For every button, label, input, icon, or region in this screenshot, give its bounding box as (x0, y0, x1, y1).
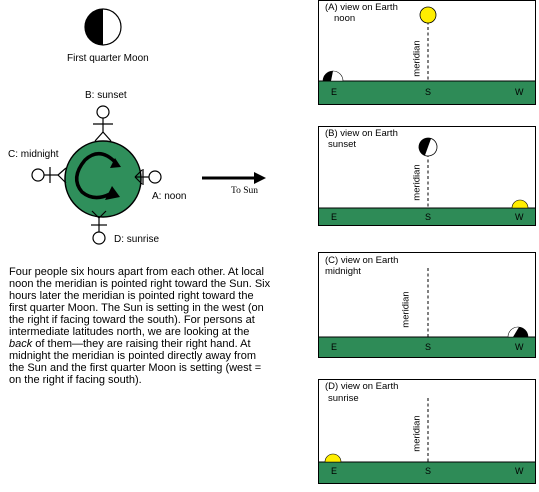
sun-icon (419, 6, 437, 24)
meridian-label: meridian (400, 291, 412, 328)
earth-icon (64, 140, 142, 218)
east-label: E (331, 466, 338, 476)
observer-sunrise-figure (91, 210, 107, 245)
observer-midnight-figure (31, 167, 67, 184)
south-label: S (425, 87, 432, 97)
paragraph-emphasis: back (9, 338, 33, 350)
meridian-label: meridian (411, 415, 423, 452)
observer-noon-figure (134, 169, 162, 185)
east-label: E (331, 87, 338, 97)
panel-b-subtitle: sunset (328, 139, 356, 150)
panel-d-title: (D) view on Earth (325, 381, 399, 392)
east-label: E (331, 212, 338, 222)
explanation-paragraph: Four people six hours apart from each ot… (9, 266, 271, 386)
panel-d-subtitle: sunrise (328, 393, 359, 404)
earth-observers-diagram (31, 8, 266, 245)
panel-a-subtitle: noon (334, 13, 356, 24)
south-label: S (425, 466, 432, 476)
meridian-label: meridian (411, 40, 423, 77)
panel-sunrise-sky (318, 379, 536, 484)
panel-midnight-sky (318, 252, 536, 358)
observer-label-midnight: C: midnight (8, 149, 59, 160)
moon-label: First quarter Moon (67, 53, 149, 64)
west-label: W (515, 87, 524, 97)
south-label: S (425, 212, 432, 222)
rising-moon-icon (322, 70, 344, 82)
panel-sunset-sky (318, 126, 536, 226)
observer-sunset-figure (93, 105, 113, 142)
observer-label-noon: A: noon (152, 191, 187, 202)
panel-noon-sky (318, 0, 536, 105)
to-sun-label: To Sun (231, 186, 259, 196)
panel-c-title: (C) view on Earth (325, 255, 399, 266)
to-sun-arrow-icon (202, 172, 266, 184)
panel-b-title: (B) view on Earth (325, 128, 398, 139)
observer-label-sunset: B: sunset (85, 90, 127, 101)
observer-label-sunrise: D: sunrise (114, 234, 160, 245)
panel-a-title: (A) view on Earth (325, 2, 398, 13)
setting-sun-icon (511, 199, 529, 209)
first-quarter-moon-icon (84, 8, 122, 46)
west-label: W (515, 466, 524, 476)
paragraph-part-1: Four people six hours apart from each ot… (9, 266, 271, 338)
panel-c-subtitle: midnight (325, 266, 361, 277)
meridian-label: meridian (411, 164, 423, 201)
east-label: E (331, 342, 338, 352)
west-label: W (515, 342, 524, 352)
moon-icon (418, 137, 438, 157)
setting-moon-icon (507, 326, 529, 338)
paragraph-part-2: of them—they are raising their right han… (9, 338, 262, 386)
west-label: W (515, 212, 524, 222)
south-label: S (425, 342, 432, 352)
rising-sun-icon (324, 453, 342, 463)
